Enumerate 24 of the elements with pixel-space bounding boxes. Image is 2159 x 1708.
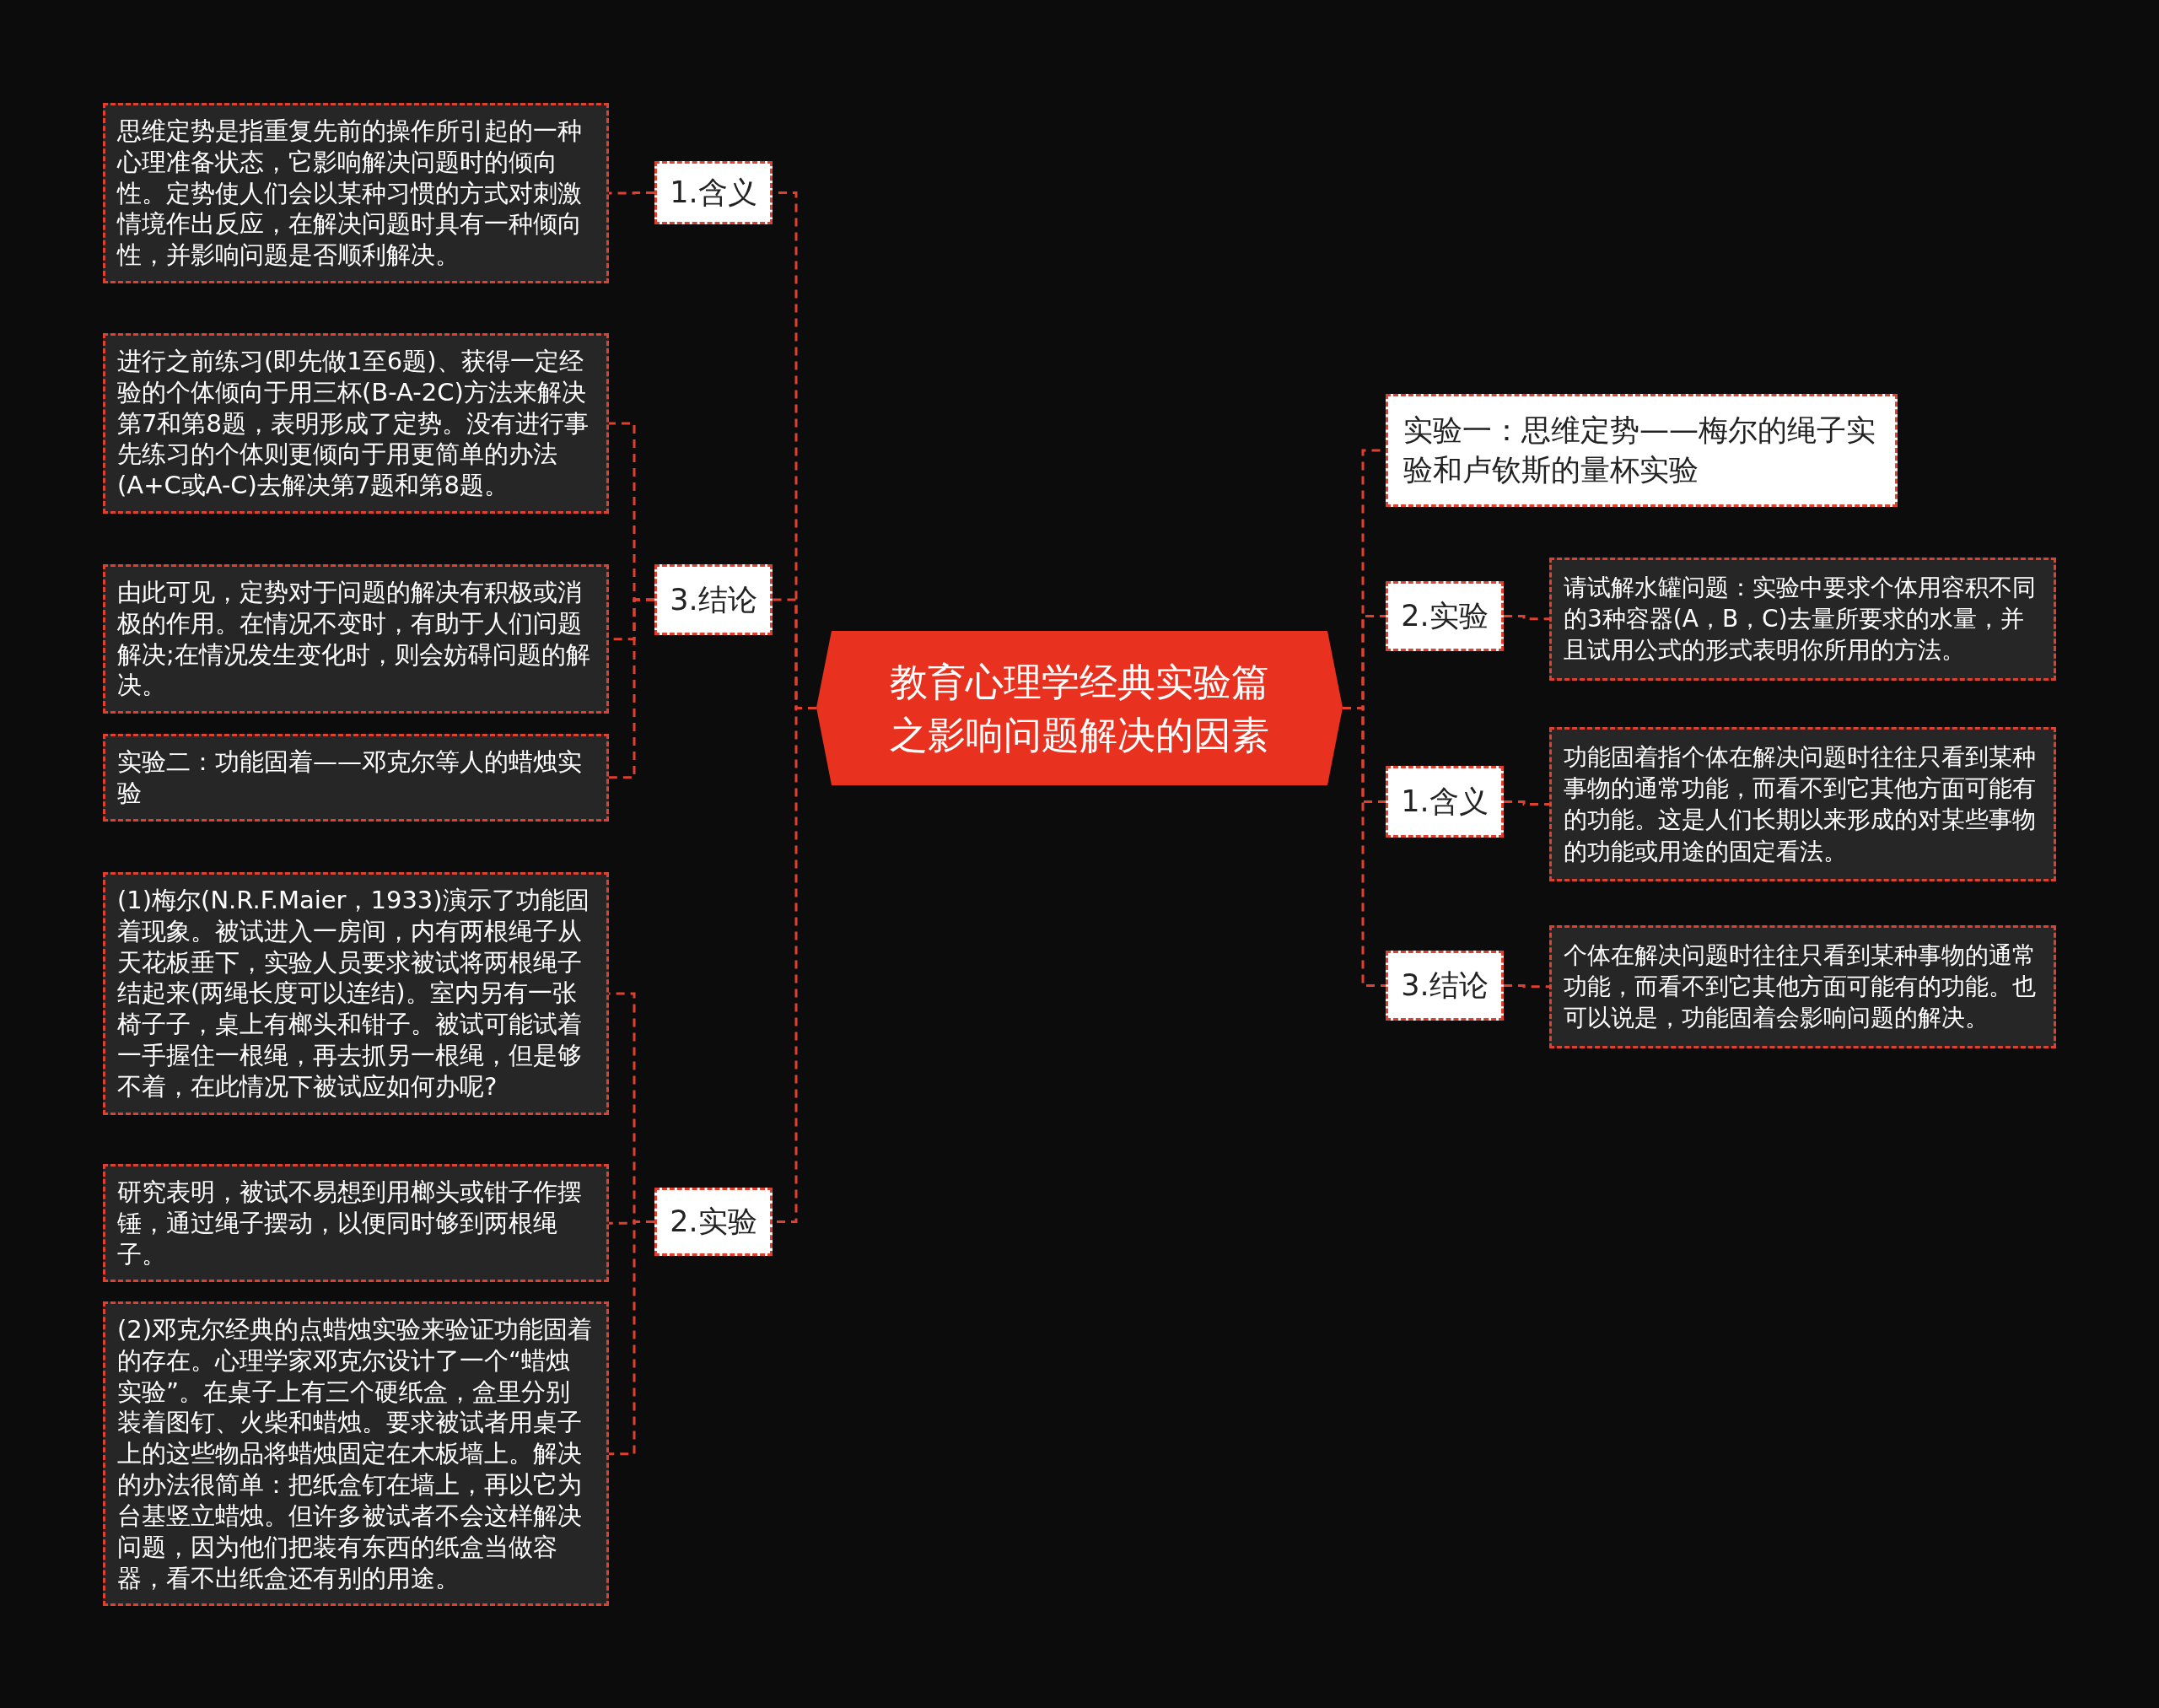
branch-label-box: 2.实验 — [654, 1188, 773, 1256]
connector-line — [609, 191, 654, 195]
branch-label-box: 1.含义 — [654, 161, 773, 224]
note-box: 由此可见，定势对于问题的解决有积极或消极的作用。在情况不变时，有助于人们问题解决;在情况发生变化时，则会妨碍问题的解决。 — [103, 564, 609, 714]
branch-label-box: 1.含义 — [1386, 766, 1504, 838]
connector-line — [609, 1220, 654, 1456]
note-box: 功能固着指个体在解决问题时往往只看到某种事物的通常功能，而看不到它其他方面可能有的功能。这是人们长期以来形成的对某些事物的功能或用途的固定看法。 — [1549, 727, 2056, 881]
branch-label-box: 2.实验 — [1386, 581, 1504, 651]
connector-line — [609, 598, 654, 779]
note-box: 进行之前练习(即先做1至6题)、获得一定经验的个体倾向于用三杯(B-A-2C)方法来解决第7和第8题，表明形成了定势。没有进行事先练习的个体则更倾向于用更简单的办法(A+C或A-C)去解决第7题和第8题。 — [103, 333, 609, 515]
connector-line — [1504, 800, 1549, 806]
connector-line — [1504, 615, 1549, 621]
note-box: 请试解水罐问题：实验中要求个体用容积不同的3种容器(A，B，C)去量所要求的水量，并且试用公式的形式表明你所用的方法。 — [1549, 558, 2056, 681]
note-box: 思维定势是指重复先前的操作所引起的一种心理准备状态，它影响解决问题时的倾向性。定势使人们会以某种习惯的方式对刺激情境作出反应，在解决问题时具有一种倾向性，并影响问题是否顺利解决。 — [103, 103, 609, 284]
heading-box: 实验一：思维定势——梅尔的绳子实验和卢钦斯的量杯实验 — [1386, 394, 1898, 507]
branch-label-box: 3.结论 — [1386, 951, 1504, 1021]
note-box: 实验二：功能固着——邓克尔等人的蜡烛实验 — [103, 734, 609, 822]
note-box: 研究表明，被试不易想到用榔头或钳子作摆锤，通过绳子摆动，以便同时够到两根绳子。 — [103, 1164, 609, 1283]
branch-label-box: 3.结论 — [654, 564, 773, 635]
note-box: (2)邓克尔经典的点蜡烛实验来验证功能固着的存在。心理学家邓克尔设计了一个“蜡烛实验”。在桌子上有三个硬纸盒，盒里分别装着图钉、火柴和蜡烛。要求被试者用桌子上的这些物品将蜡烛固定在木板墙上。解决的办法很简单：把纸盒钉在墙上，再以它为台基竖立蜡烛。但许多被试者不会这样解决问题，因为他们把装有东西的纸盒当做容器，看不出纸盒还有别的用途。 — [103, 1301, 609, 1607]
connector-line — [1504, 984, 1549, 989]
connector-line — [1343, 707, 1386, 987]
note-box: 个体在解决问题时往往只看到某种事物的通常功能，而看不到它其他方面可能有的功能。也可以说是，功能固着会影响问题的解决。 — [1549, 925, 2056, 1048]
note-box: (1)梅尔(N.R.F.Maier，1933)演示了功能固着现象。被试进入一房间，内有两根绳子从天花板垂下，实验人员要求被试将两根绳子结起来(两绳长度可以连结)。室内另有一张椅子子，桌上有榔头和钳子。被试可能试着一手握住一根绳，再去抓另一根绳，但是够不着，在此情况下被试应如何办呢? — [103, 872, 609, 1115]
